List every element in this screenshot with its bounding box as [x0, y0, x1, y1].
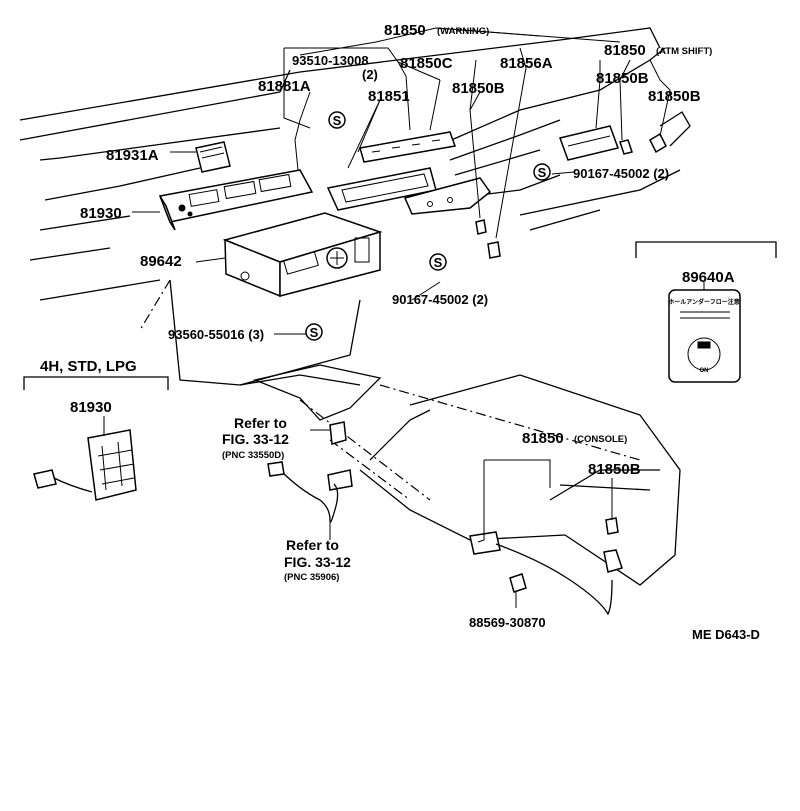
label-variant: 4H, STD, LPG — [40, 358, 137, 375]
control-panel-81930-variant — [33, 429, 137, 501]
sticker-89640A: ホールアンダーフロー注意 ON — [635, 241, 777, 383]
label-ref2-a: Refer to — [286, 537, 339, 553]
label-93510-13008: 93510-13008 — [292, 53, 369, 68]
label-ref1-b: FIG. 33-12 — [222, 431, 289, 447]
bulbs-warning — [475, 219, 501, 259]
label-81850B-console: 81850B — [588, 461, 641, 478]
label-81850B-top: 81850B — [452, 80, 505, 97]
label-90167-mid: 90167-45002 (2) — [392, 292, 488, 307]
sticker-text: ホールアンダーフロー注意 — [668, 298, 739, 306]
fastener-icon: S — [305, 323, 323, 341]
svg-text:S: S — [434, 255, 443, 270]
label-81850-warning-note: (WARNING) — [437, 26, 489, 37]
atm-shift-indicator — [559, 111, 691, 161]
label-81850-warning: 81850 — [384, 22, 426, 39]
switch-strip-81851 — [359, 131, 457, 163]
switch-81931A — [195, 141, 231, 173]
label-81850C: 81850C — [400, 55, 453, 72]
label-81881A: 81881A — [258, 78, 311, 95]
fastener-symbols: S S S S — [305, 111, 551, 341]
svg-text:ON: ON — [700, 368, 709, 374]
label-81931A: 81931A — [106, 147, 159, 164]
label-90167-top: 90167-45002 (2) — [573, 166, 669, 181]
label-81850B-atm2: 81850B — [648, 88, 701, 105]
diagram-code: ME D643-D — [692, 627, 760, 642]
label-81930-variant: 81930 — [70, 399, 112, 416]
fastener-icon: S — [533, 163, 551, 181]
label-ref1-c: (PNC 33550D) — [222, 450, 284, 461]
label-ref1-a: Refer to — [234, 415, 287, 431]
leader-lines — [103, 27, 705, 608]
bracket-81856A — [403, 177, 492, 215]
label-81850-atm: 81850 — [604, 42, 646, 59]
label-ref2-b: FIG. 33-12 — [284, 554, 351, 570]
console-harness — [267, 421, 623, 616]
label-ref2-c: (PNC 35906) — [284, 572, 339, 583]
svg-text:S: S — [538, 165, 547, 180]
variant-bracket — [23, 376, 169, 390]
label-81851: 81851 — [368, 88, 410, 105]
label-88569: 88569-30870 — [469, 615, 546, 630]
svg-text:S: S — [333, 113, 342, 128]
console-housing — [139, 279, 681, 586]
label-93560: 93560-55016 (3) — [168, 327, 264, 342]
label-81856A: 81856A — [500, 55, 553, 72]
label-81850-console: 81850 — [522, 430, 564, 447]
label-93510-qty: (2) — [362, 67, 378, 82]
fastener-icon: S — [328, 111, 346, 129]
label-81850-console-note: (CONSOLE) — [574, 434, 627, 445]
fastener-icon: S — [429, 253, 447, 271]
label-81850-atm-note: (ATM SHIFT) — [656, 46, 712, 57]
label-81930-main: 81930 — [80, 205, 122, 222]
control-panel-81930 — [158, 169, 314, 231]
label-81850B-atm1: 81850B — [596, 70, 649, 87]
label-89642: 89642 — [140, 253, 182, 270]
radio-unit-89642 — [222, 212, 383, 298]
svg-text:S: S — [310, 325, 319, 340]
part-labels: 81850 (WARNING) 93510-13008 (2) 81850C 8… — [40, 22, 760, 642]
label-89640A: 89640A — [682, 269, 735, 286]
